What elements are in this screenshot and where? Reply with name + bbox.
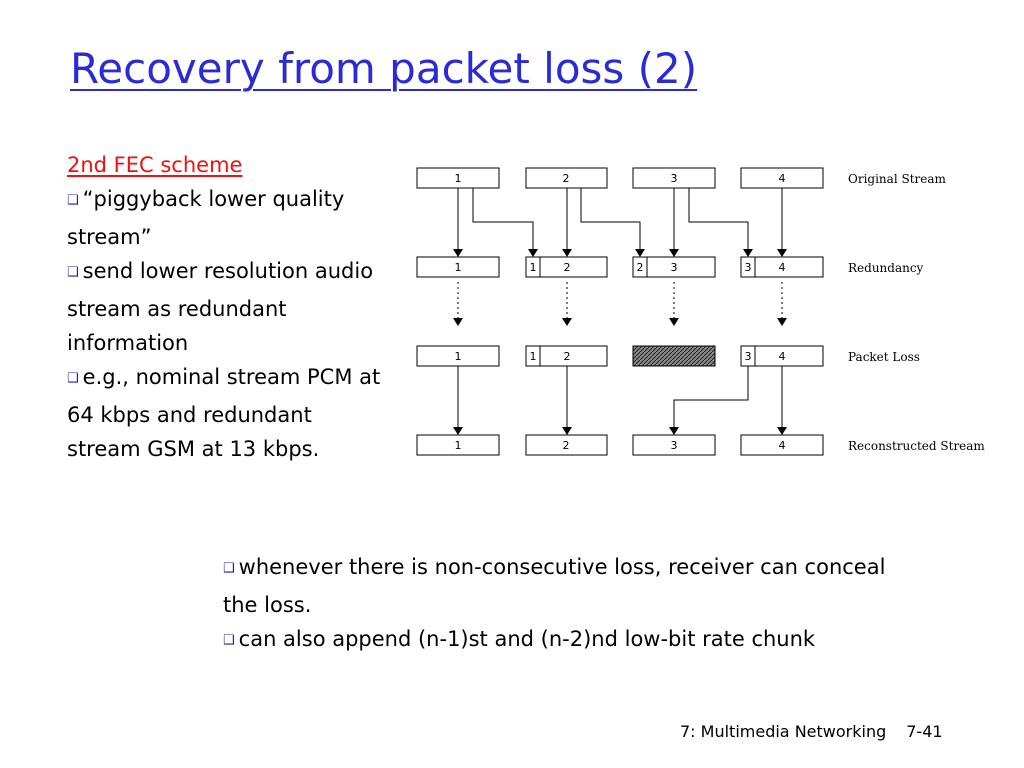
packet-box [740,256,824,278]
packet-box [416,434,500,456]
redundancy-packet: 1 [416,256,500,278]
slide-footer: 7: Multimedia Networking 7-41 [680,722,943,741]
bullet-item: ❑send lower resolution audio stream as r… [67,254,387,360]
packet-box [525,256,608,278]
reconstructed-packet: 4 [740,434,824,456]
row-label-reconstructed: Reconstructed Stream [848,439,985,453]
redundant-number: 3 [745,350,752,363]
bullet-text: e.g., nominal stream PCM at 64 kbps and … [67,365,381,461]
packet-number: 4 [779,261,786,274]
packet-number: 1 [455,350,462,363]
original-packet: 2 [525,167,608,189]
original-packet: 4 [740,167,824,189]
packet-number: 4 [779,172,786,185]
packet-number: 2 [563,439,570,452]
slide-title: Recovery from packet loss (2) [70,44,698,93]
packet-number: 1 [455,261,462,274]
packet-number: 3 [671,172,678,185]
reconstructed-packet: 1 [416,434,500,456]
square-bullet-icon: ❑ [67,193,79,208]
row-label-redundancy: Redundancy [848,261,924,275]
redundancy-packet: 3 4 [740,256,824,278]
bottom-notes: ❑whenever there is non-consecutive loss,… [223,550,923,660]
packet-number: 4 [779,439,786,452]
bullet-text: whenever there is non-consecutive loss, … [223,555,886,617]
fec-description: 2nd FEC scheme ❑“piggyback lower quality… [67,148,387,466]
square-bullet-icon: ❑ [223,633,235,648]
reconstructed-packet: 3 [632,434,716,456]
packet-box [632,434,716,456]
packet-number: 1 [455,172,462,185]
loss-packet: 3 4 [740,345,824,367]
square-bullet-icon: ❑ [67,265,79,280]
arrow-piggyback-1 [472,188,538,257]
fec-scheme-heading: 2nd FEC scheme [67,153,243,177]
footer-page-number: 7-41 [906,722,943,741]
redundant-number: 3 [745,261,752,274]
bullet-item: ❑“piggyback lower quality stream” [67,182,387,254]
bullet-item: ❑e.g., nominal stream PCM at 64 kbps and… [67,360,387,466]
redundancy-packet: 2 3 [632,256,716,278]
loss-packet: 1 [416,345,500,367]
square-bullet-icon: ❑ [67,371,79,386]
packet-number: 2 [563,172,570,185]
packet-number: 1 [455,439,462,452]
arrow-piggyback-2 [580,188,645,257]
lost-packet-block [632,345,716,367]
footer-chapter: 7: Multimedia Networking [680,722,887,741]
bullet-text: send lower resolution audio stream as re… [67,259,374,355]
packet-box [632,256,716,278]
packet-box [416,256,500,278]
row-label-original: Original Stream [848,172,947,186]
arrow-piggyback-3 [688,188,753,257]
packet-box [525,434,608,456]
bullet-text: “piggyback lower quality stream” [67,187,345,249]
redundant-number: 2 [637,261,644,274]
packet-number: 3 [671,261,678,274]
reconstructed-packet: 2 [525,434,608,456]
packet-number: 4 [779,350,786,363]
bullet-text: can also append (n-1)st and (n-2)nd low-… [238,627,816,651]
row-label-packet-loss: Packet Loss [848,350,920,364]
packet-number: 2 [564,350,571,363]
redundant-number: 1 [530,261,537,274]
original-packet: 1 [416,167,500,189]
bullet-item: ❑can also append (n-1)st and (n-2)nd low… [223,622,923,660]
loss-packet: 1 2 [525,345,608,367]
original-packet: 3 [632,167,716,189]
redundant-number: 1 [530,350,537,363]
packet-number: 2 [564,261,571,274]
packet-box [740,434,824,456]
packet-number: 3 [671,439,678,452]
redundancy-packet: 1 2 [525,256,608,278]
arrow-reconstruct-3-from-redundant [669,366,749,435]
bullet-item: ❑whenever there is non-consecutive loss,… [223,550,923,622]
square-bullet-icon: ❑ [223,561,235,576]
